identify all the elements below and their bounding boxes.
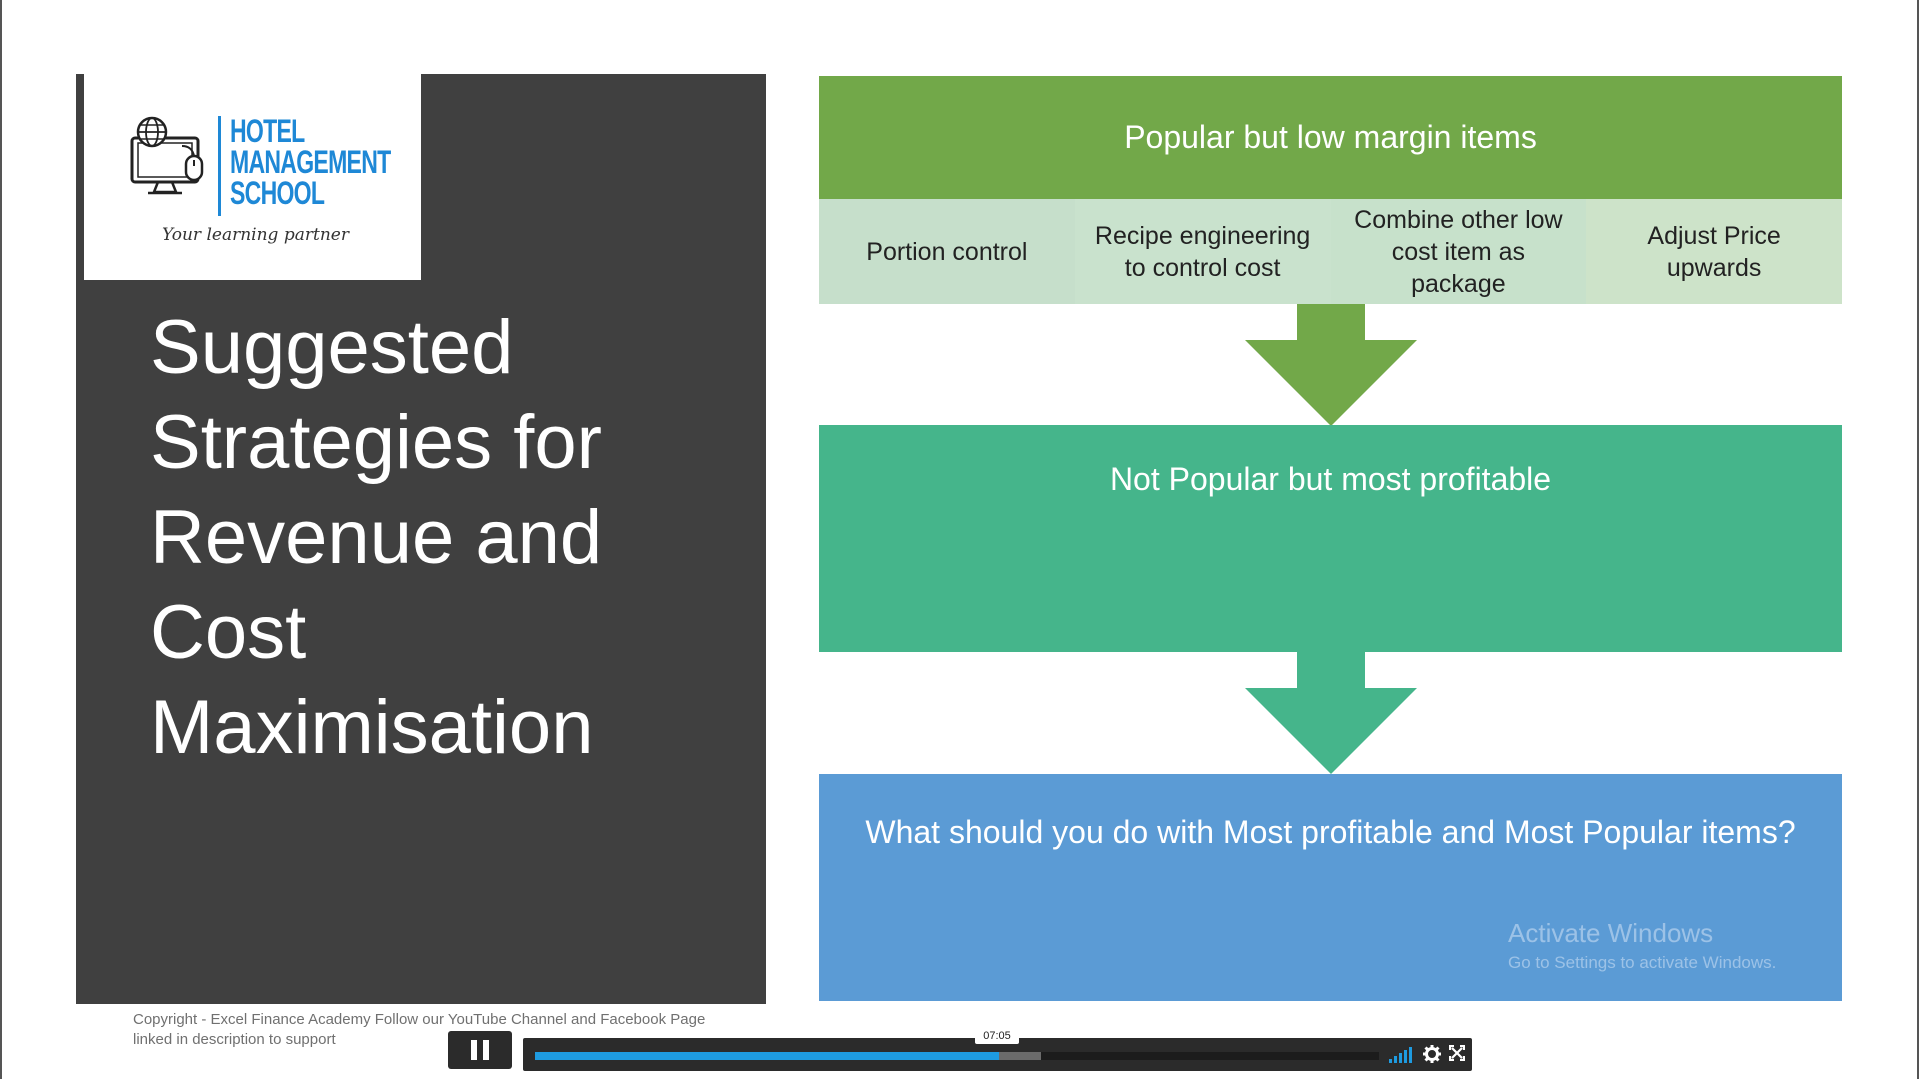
frame-border-left xyxy=(0,0,2,1079)
title-panel-curve xyxy=(690,74,758,1004)
strategy-adjust-price: Adjust Price upwards xyxy=(1586,199,1842,304)
down-arrow-icon xyxy=(1245,652,1417,774)
player-control-bar xyxy=(523,1038,1472,1071)
strategy-row: Portion control Recipe engineering to co… xyxy=(819,199,1842,304)
strategy-combine-package: Combine other low cost item as package xyxy=(1330,199,1587,304)
slide-title-line: Revenue and xyxy=(150,495,603,580)
logo-line-3: SCHOOL xyxy=(230,175,325,211)
activate-windows-watermark: Activate Windows Go to Settings to activ… xyxy=(1508,918,1838,973)
logo-wordmark: HOTEL MANAGEMENT SCHOOL xyxy=(230,113,391,211)
strategy-portion-control: Portion control xyxy=(819,199,1075,304)
slide-title: Suggested Strategies for Revenue and Cos… xyxy=(150,300,710,775)
logo-line-1: HOTEL xyxy=(230,113,305,149)
seek-bar-progress xyxy=(535,1052,1000,1060)
slide-title-line: Maximisation xyxy=(150,685,594,770)
computer-globe-icon xyxy=(130,116,204,195)
pause-button[interactable] xyxy=(448,1031,512,1069)
flow-box-label: What should you do with Most profitable … xyxy=(865,814,1796,850)
logo-divider xyxy=(218,116,221,216)
frame-border-right xyxy=(1917,0,1919,1079)
flow-box-label: Popular but low margin items xyxy=(1124,119,1537,155)
gear-icon[interactable] xyxy=(1423,1045,1441,1063)
watermark-line-1: Activate Windows xyxy=(1508,918,1714,948)
slide-title-line: Strategies for xyxy=(150,400,602,485)
seek-bar[interactable] xyxy=(535,1052,1379,1060)
volume-icon[interactable] xyxy=(1389,1045,1413,1063)
flow-box-popular-low-margin: Popular but low margin items xyxy=(819,76,1842,199)
strategy-recipe-engineering: Recipe engineering to control cost xyxy=(1074,199,1331,304)
flow-box-question: What should you do with Most profitable … xyxy=(819,774,1842,1001)
down-arrow-icon xyxy=(1245,304,1417,426)
watermark-line-2: Go to Settings to activate Windows. xyxy=(1508,953,1777,972)
slide-title-line: Suggested xyxy=(150,305,514,390)
copyright-line-2: linked in description to support xyxy=(133,1031,336,1048)
logo-line-2: MANAGEMENT xyxy=(230,144,391,180)
fullscreen-icon[interactable] xyxy=(1449,1045,1465,1061)
logo-tagline: Your learning partner xyxy=(162,225,349,245)
pause-icon xyxy=(471,1040,477,1060)
slide-title-line: Cost xyxy=(150,590,307,675)
flow-box-label: Not Popular but most profitable xyxy=(1109,461,1552,497)
flow-box-not-popular-profitable: Not Popular but most profitable xyxy=(819,425,1842,652)
seek-time-tooltip: 07:05 xyxy=(975,1028,1019,1044)
copyright-line-1: Copyright - Excel Finance Academy Follow… xyxy=(133,1011,706,1028)
pause-icon xyxy=(483,1040,489,1060)
copyright-note: Copyright - Excel Finance Academy Follow… xyxy=(133,1010,773,1050)
